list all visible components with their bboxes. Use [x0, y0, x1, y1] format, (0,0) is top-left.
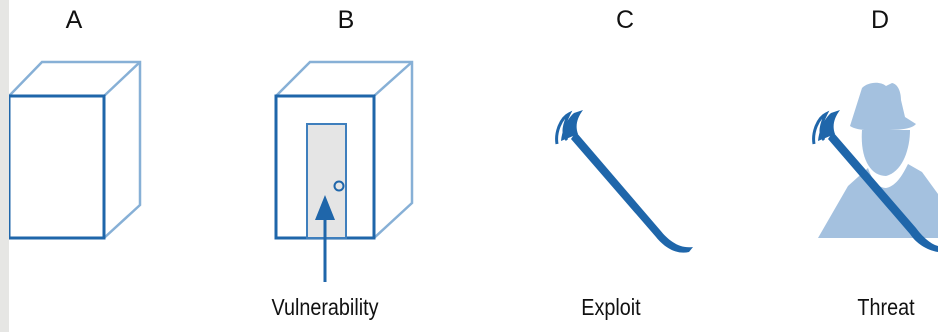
cube-icon	[9, 60, 142, 240]
crowbar-icon	[555, 110, 693, 253]
attacker-with-crowbar-icon	[812, 82, 938, 252]
panel-label-b: B	[337, 6, 355, 34]
panel-label-a: A	[65, 6, 83, 34]
arrow-up-icon	[315, 195, 335, 220]
diagram-canvas: A B C D Vulnerability Exploit Threat	[9, 0, 938, 332]
cube-with-door-icon	[274, 60, 414, 282]
caption-threat: Threat	[857, 294, 915, 320]
panel-label-c: C	[615, 6, 635, 34]
caption-exploit: Exploit	[581, 294, 641, 320]
diagram-art	[9, 60, 938, 282]
caption-vulnerability: Vulnerability	[271, 294, 379, 320]
door-knob-icon	[333, 180, 345, 192]
panel-label-d: D	[870, 6, 890, 34]
